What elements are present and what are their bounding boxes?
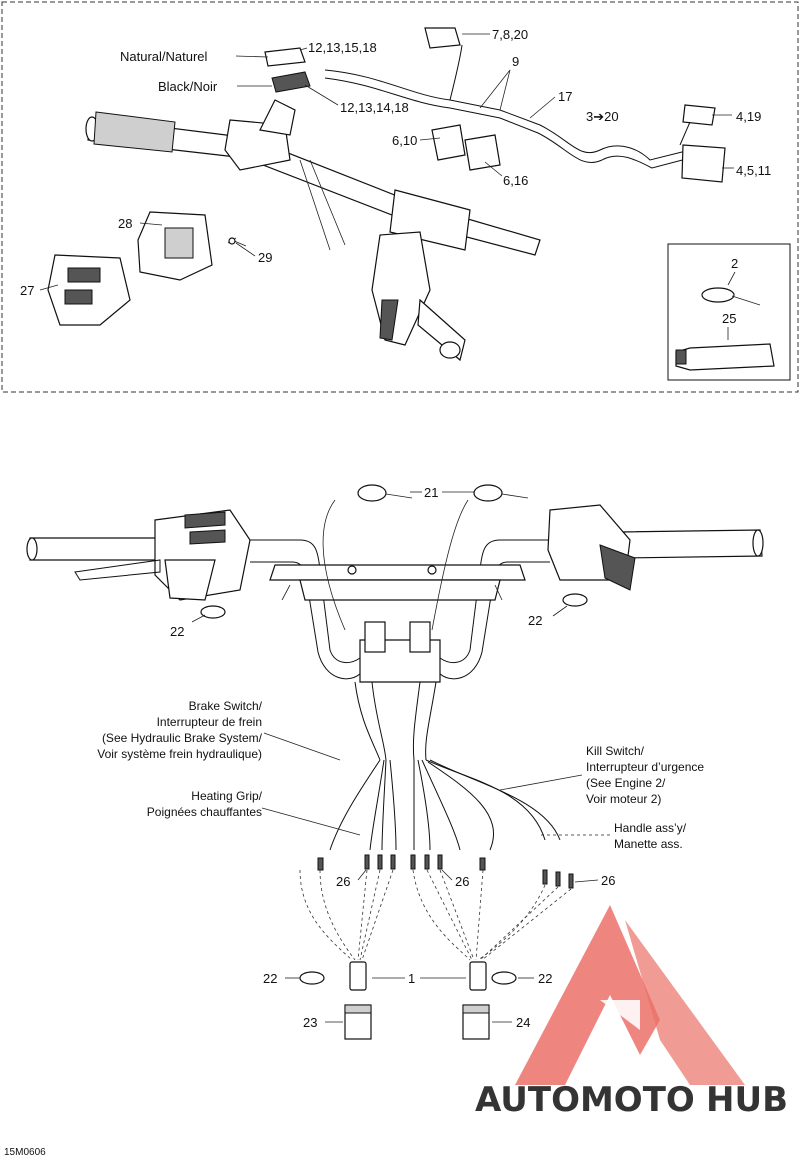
callout-natural: Natural/Naturel [120, 49, 208, 64]
automotohub-watermark: AUTOMOTO HUB [475, 905, 788, 1120]
svg-text:Kill Switch/: Kill Switch/ [586, 744, 645, 758]
callout-black: Black/Noir [158, 79, 218, 94]
svg-text:Heating Grip/: Heating Grip/ [191, 789, 262, 803]
callout-17: 17 [558, 89, 572, 104]
svg-text:Poignées chauffantes: Poignées chauffantes [147, 805, 262, 819]
bottom-panel: 21 22 22 26 26 26 22 1 22 23 24 Brake Sw… [26, 484, 764, 1040]
bottom-connectors-drawing [344, 961, 490, 1040]
inset-box: 2 25 [667, 243, 791, 381]
callout-29: 29 [258, 250, 272, 265]
note-kill-switch: Kill Switch/ Interrupteur d’urgence (See… [586, 744, 704, 806]
svg-text:Interrupteur d’urgence: Interrupteur d’urgence [586, 760, 704, 774]
note-brake-switch: Brake Switch/ Interrupteur de frein (See… [97, 699, 262, 761]
callout-27: 27 [20, 283, 34, 298]
callout-1: 1 [408, 971, 415, 986]
cable-tie-22-c [299, 971, 325, 985]
bottom-controls-drawing [74, 504, 636, 601]
note-handle-assy: Handle ass’y/ Manette ass. [614, 821, 687, 851]
bottom-ties-drawing [200, 484, 588, 985]
callout-26-c: 26 [601, 873, 615, 888]
cable-tie-21-right [473, 484, 503, 502]
inset-callout-2: 2 [731, 256, 738, 271]
callout-4-19: 4,19 [736, 109, 761, 124]
note-heating-grip: Heating Grip/ Poignées chauffantes [147, 789, 263, 819]
top-panel: Natural/Naturel 12,13,15,18 Black/Noir 1… [1, 1, 799, 393]
switch-housing-drawing [47, 211, 247, 326]
callout-4-5-11: 4,5,11 [736, 163, 771, 178]
callout-22-b: 22 [528, 613, 542, 628]
cable-tie-22-a [200, 605, 226, 619]
callout-26-b: 26 [455, 874, 469, 889]
svg-text:Manette ass.: Manette ass. [614, 837, 683, 851]
svg-text:Voir système frein hydraulique: Voir système frein hydraulique) [97, 747, 262, 761]
callout-24: 24 [516, 1015, 530, 1030]
sleeve-1-left [349, 961, 367, 991]
callout-23: 23 [303, 1015, 317, 1030]
watermark-logo-left [515, 905, 660, 1085]
svg-text:Brake Switch/: Brake Switch/ [189, 699, 263, 713]
top-leader-lines [39, 33, 734, 291]
cable-tie-icon [701, 287, 735, 303]
callout-22-c: 22 [263, 971, 277, 986]
grease-tube-icon [675, 343, 775, 371]
handlebar-drawing [85, 99, 541, 362]
bottom-leader-lines [191, 491, 610, 1023]
terminals-26 [317, 854, 574, 889]
watermark-prefix: AUTOMOTO [475, 1080, 695, 1120]
cable-tie-21-left [357, 484, 387, 502]
inset-callout-25: 25 [722, 311, 736, 326]
svg-text:Voir moteur 2): Voir moteur 2) [586, 792, 661, 806]
sleeve-1-right [469, 961, 487, 991]
callout-6-10: 6,10 [392, 133, 417, 148]
watermark-logo-right [625, 920, 745, 1085]
callout-22-a: 22 [170, 624, 184, 639]
callout-26-a: 26 [336, 874, 350, 889]
callout-6-16: 6,16 [503, 173, 528, 188]
callout-22-d: 22 [538, 971, 552, 986]
bottom-handlebar-drawing [26, 529, 764, 683]
callout-28: 28 [118, 216, 132, 231]
svg-text:(See Hydraulic Brake System/: (See Hydraulic Brake System/ [102, 731, 263, 745]
watermark-suffix: HUB [706, 1080, 788, 1120]
figure-code: 15M0606 [4, 1147, 46, 1158]
bottom-wires-drawing [299, 681, 574, 961]
cable-tie-22-b [562, 593, 588, 607]
top-panel-border [1, 1, 799, 393]
callout-21: 21 [424, 485, 438, 500]
callout-12-13-15-18: 12,13,15,18 [308, 40, 377, 55]
callout-9: 9 [512, 54, 519, 69]
callout-7-8-20: 7,8,20 [492, 27, 528, 42]
svg-text:Interrupteur de frein: Interrupteur de frein [157, 715, 262, 729]
svg-text:(See Engine 2/: (See Engine 2/ [586, 776, 666, 790]
callout-12-13-14-18: 12,13,14,18 [340, 100, 409, 115]
callout-3-20: 3➔20 [586, 109, 619, 124]
wiring-harness-drawing [264, 27, 726, 183]
cable-tie-22-d [491, 971, 517, 985]
svg-text:Handle ass’y/: Handle ass’y/ [614, 821, 687, 835]
